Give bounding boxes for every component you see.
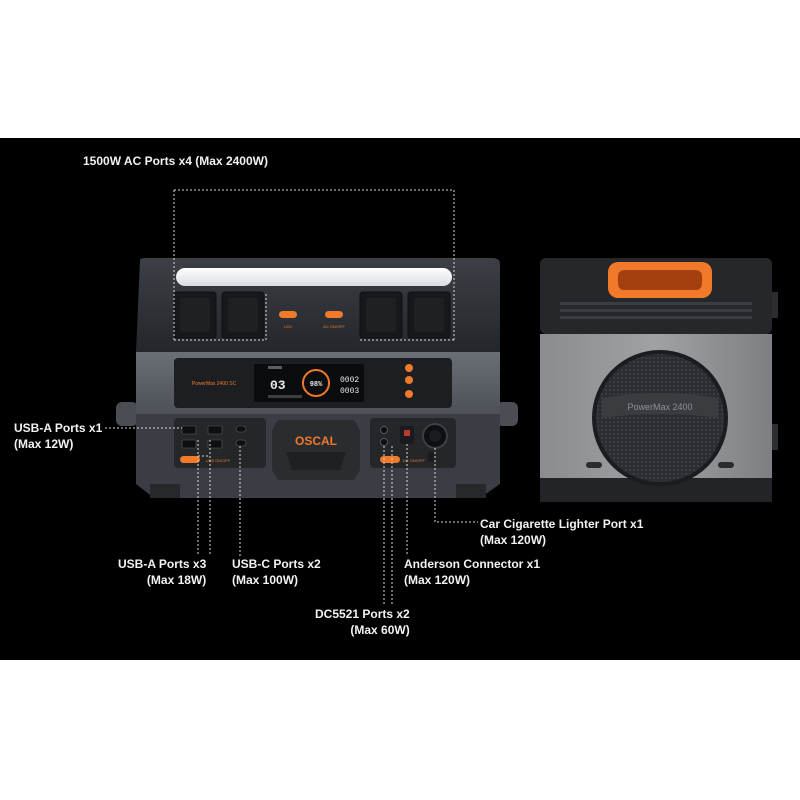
callout-car-line2: (Max 120W) [480,533,547,547]
led-label: LED [284,324,292,329]
callout-usba-triple: USB-A Ports x3 (Max 18W) [118,556,206,588]
dc5521-port-1 [380,426,388,434]
callout-anderson-line2: (Max 120W) [404,573,471,587]
callout-dc5521-line2: (Max 60W) [350,623,410,637]
callout-usba-single-line2: (Max 12W) [14,437,74,451]
callout-car-line1: Car Cigarette Lighter Port x1 [480,517,644,531]
lcd-percent: 98% [310,381,323,389]
callout-dc5521: DC5521 Ports x2 (Max 60W) [315,606,410,638]
callout-usba-triple-line1: USB-A Ports x3 [118,557,207,571]
display-button-1 [405,364,413,372]
callout-ac-line1: 1500W AC Ports x4 (Max 2400W) [83,154,268,168]
foot-left [150,484,180,498]
ac-sockets-right [359,291,451,339]
callout-usba-single-line1: USB-A Ports x1 [14,421,103,435]
speaker-grille [592,350,728,486]
usb-c-ports [235,425,247,447]
lcd-left-value: 03 [270,378,286,393]
usb-onoff-label: USB ON/OFF [206,458,231,463]
display-button-2 [405,376,413,384]
callout-anderson-line1: Anderson Connector x1 [404,557,541,571]
foot-right [456,484,486,498]
lcd-screen [254,364,364,402]
callout-usba-triple-line2: (Max 18W) [146,573,207,587]
led-button [279,311,297,318]
model-text-front: PowerMax 2400 SC [192,381,237,387]
lcd-right-top: 0002 [340,376,359,385]
model-text-side: PowerMax 2400 [627,402,692,412]
callout-lines [105,189,478,605]
lcd-percent-ring [302,369,330,397]
front-unit: LED AC ON/OFF PowerMax 2400 SC 03 98% 00… [116,258,518,498]
dc-onoff-button [380,456,400,463]
callout-ac-ports: 1500W AC Ports x4 (Max 2400W) [83,153,268,169]
callout-anderson: Anderson Connector x1 (Max 120W) [404,556,540,588]
left-handle [116,402,138,426]
usb-onoff-button [180,456,200,463]
callout-usbc-line2: (Max 100W) [232,573,299,587]
ac-button [325,311,343,318]
side-vents [560,302,752,319]
led-light-bar [176,268,452,286]
callout-usbc-line1: USB-C Ports x2 [232,557,321,571]
logo-plate [272,420,360,480]
right-handle [496,402,518,426]
callout-usbc: USB-C Ports x2 (Max 100W) [232,556,321,588]
usb-a-ports [181,425,223,449]
brand-logo-front: OSCAL [295,434,337,448]
speaker-handle [602,393,718,418]
dc5521-port-2 [380,438,388,446]
ac-onoff-label: AC ON/OFF [323,324,345,329]
dc-onoff-label: DC ON/OFF [403,458,426,463]
lcd-right-bottom: 0003 [340,387,359,396]
callout-car-lighter: Car Cigarette Lighter Port x1 (Max 120W) [480,516,643,548]
callout-usba-single: USB-A Ports x1 (Max 12W) [14,420,102,452]
display-button-3 [405,390,413,398]
side-unit: PowerMax 2400 [540,258,778,502]
callout-dc5521-line1: DC5521 Ports x2 [315,607,410,621]
